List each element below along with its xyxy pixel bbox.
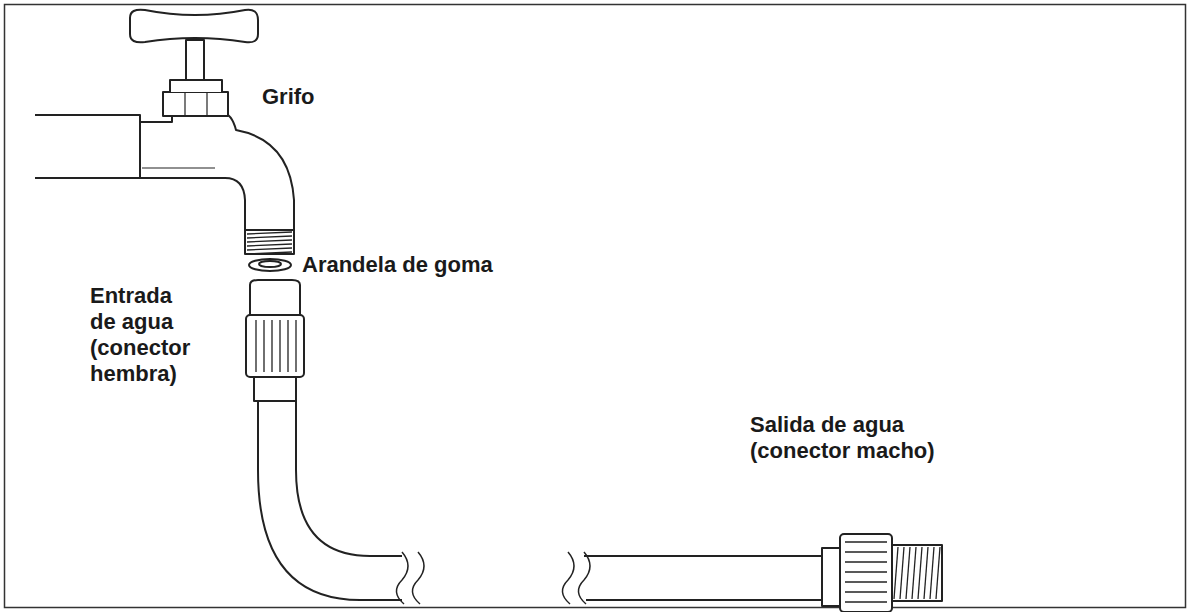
repeat-stroke <box>936 547 940 599</box>
break-mark <box>562 552 574 604</box>
washer-hole <box>259 261 281 267</box>
repeat-stroke <box>247 236 292 238</box>
repeat-stroke <box>845 571 887 572</box>
part-label: Grifo <box>262 84 362 110</box>
bonnet-top <box>170 80 222 92</box>
repeat-stroke <box>279 320 280 372</box>
rubber-washer <box>249 259 291 271</box>
part-label: Salida de agua (conector macho) <box>750 412 972 464</box>
repeat-stroke <box>845 601 887 602</box>
part-label: Arandela de goma <box>302 252 562 278</box>
break-mark <box>578 552 590 604</box>
repeat-stroke <box>924 547 928 599</box>
repeat-stroke <box>894 547 898 599</box>
hose-outer <box>258 401 402 600</box>
wall-pipe <box>35 115 140 178</box>
male-connector-knurl <box>840 534 892 612</box>
repeat-stroke <box>287 320 288 372</box>
male-connector-thread <box>892 545 942 601</box>
break-mark <box>412 552 424 604</box>
spout-shade <box>142 167 215 168</box>
hose-inner <box>296 401 402 556</box>
repeat-stroke <box>912 547 916 599</box>
part-label: Entrada de agua (conector hembra) <box>90 283 198 387</box>
repeat-stroke <box>263 320 264 372</box>
spout-thread <box>245 230 294 254</box>
female-connector-cap <box>250 280 300 315</box>
repeat-stroke <box>247 248 292 250</box>
repeat-stroke <box>845 581 887 582</box>
repeat-stroke <box>918 547 922 599</box>
female-connector-collar <box>254 377 296 401</box>
hose-straight <box>584 556 822 600</box>
female-connector-knurl <box>246 315 304 377</box>
break-mark <box>396 552 408 604</box>
repeat-stroke <box>271 320 272 372</box>
repeat-stroke <box>845 591 887 592</box>
cross-handle <box>130 10 258 43</box>
frame <box>5 5 1186 608</box>
repeat-stroke <box>255 320 256 372</box>
repeat-stroke <box>900 547 904 599</box>
male-connector-collar <box>822 548 840 606</box>
repeat-stroke <box>247 244 292 246</box>
repeat-stroke <box>247 240 292 242</box>
stem <box>186 40 204 80</box>
repeat-stroke <box>845 541 887 542</box>
faucet-body <box>140 112 294 230</box>
repeat-stroke <box>930 547 934 599</box>
repeat-stroke <box>247 252 292 254</box>
repeat-stroke <box>295 320 296 372</box>
repeat-stroke <box>845 551 887 552</box>
repeat-stroke <box>247 232 292 234</box>
repeat-stroke <box>906 547 910 599</box>
bonnet-nut <box>163 92 228 116</box>
repeat-stroke <box>845 561 887 562</box>
